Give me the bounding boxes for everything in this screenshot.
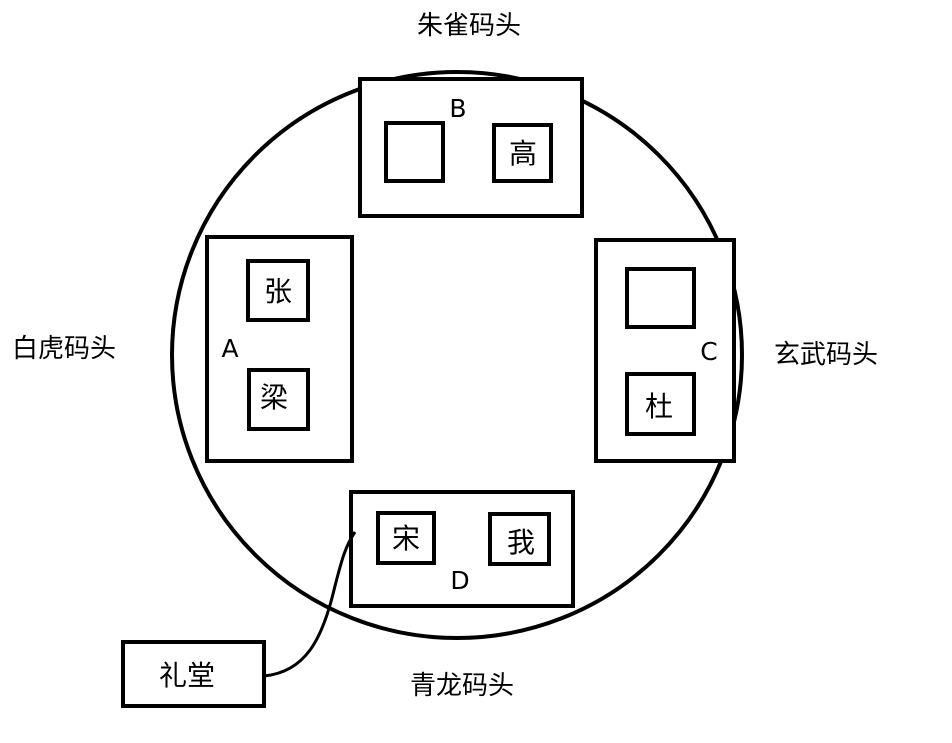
group-b-right-seat-name: 高 [509, 137, 537, 170]
group-d-right-seat-name: 我 [507, 526, 535, 559]
group-c-bottom-seat [625, 372, 696, 436]
dock-label-north: 朱雀码头 [417, 11, 521, 41]
hall-connector [263, 531, 357, 678]
group-d-left-seat [376, 511, 436, 565]
hall-label: 礼堂 [159, 659, 215, 692]
group-d-right-seat [488, 512, 551, 566]
group-a-bottom-seat-name: 梁 [260, 381, 288, 414]
group-c-letter: C [700, 337, 717, 366]
group-a-letter: A [221, 334, 238, 363]
group-a-box [205, 235, 354, 463]
island-circle [170, 70, 744, 640]
hall-box [121, 640, 266, 708]
group-a-bottom-seat [247, 368, 310, 431]
group-b-box [358, 77, 584, 218]
group-a-top-seat [246, 259, 310, 322]
group-d-left-seat-name: 宋 [392, 522, 420, 555]
group-d-letter: D [450, 566, 469, 595]
dock-label-west: 白虎码头 [12, 334, 116, 364]
group-c-top-seat [625, 267, 696, 329]
group-c-bottom-seat-name: 杜 [645, 390, 673, 423]
group-c-box [594, 238, 736, 463]
dock-label-south: 青龙码头 [410, 671, 514, 701]
group-b-left-seat [384, 121, 445, 183]
group-b-letter: B [449, 94, 466, 123]
group-b-right-seat [492, 123, 553, 183]
dock-label-east: 玄武码头 [774, 340, 878, 370]
group-a-top-seat-name: 张 [264, 275, 292, 308]
